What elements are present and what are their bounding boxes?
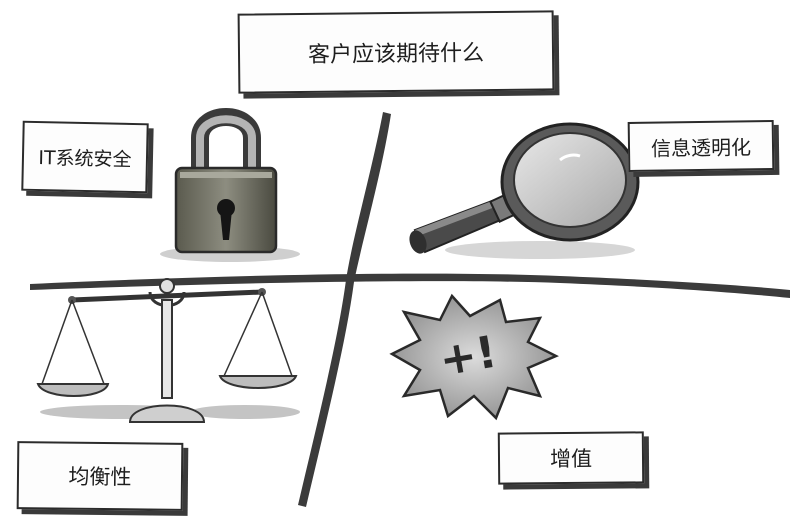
- label-box-it-security: IT系统安全: [21, 120, 149, 194]
- label-balance: 均衡性: [68, 464, 132, 490]
- vertical-divider: [298, 112, 391, 507]
- title-box: 客户应该期待什么: [237, 10, 555, 94]
- horizontal-divider: [30, 273, 790, 298]
- quadrant-dividers: [30, 112, 790, 507]
- plus-exclamation-burst-icon: [389, 293, 559, 421]
- label-transparency: 信息透明化: [650, 134, 752, 161]
- label-box-balance: 均衡性: [16, 441, 184, 511]
- label-box-added-value: 增值: [497, 431, 645, 485]
- balance-scale-icon: [36, 278, 300, 423]
- label-box-transparency: 信息透明化: [627, 119, 775, 173]
- magnifying-glass-icon: [409, 122, 640, 259]
- label-it-security: IT系统安全: [38, 146, 132, 171]
- page-title: 客户应该期待什么: [307, 41, 485, 68]
- label-added-value: 增值: [549, 446, 593, 472]
- padlock-icon: [160, 108, 300, 262]
